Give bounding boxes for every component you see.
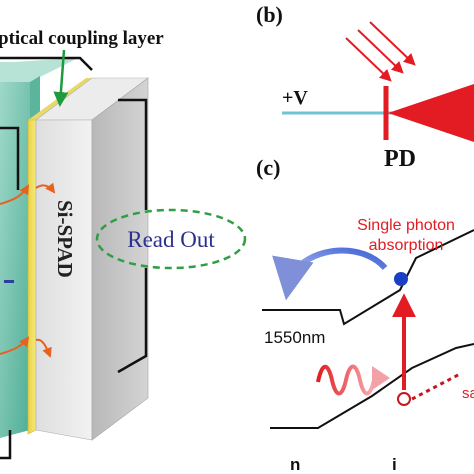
panel-c-tag: (c) bbox=[256, 155, 280, 180]
valence-band bbox=[270, 343, 474, 429]
green-slab-front bbox=[0, 82, 30, 438]
panel-b-circuit: (b) +V PD bbox=[256, 2, 474, 172]
absorption-label-line1: Single photon bbox=[357, 217, 455, 234]
carrier-arrow-2 bbox=[35, 182, 56, 194]
coupling-pointer-arrow bbox=[53, 49, 69, 107]
photon-arrow-1 bbox=[345, 37, 392, 82]
carrier-arrow-1 bbox=[0, 184, 30, 205]
panel-c-band-diagram: (c) Single photon absorption 1550nm sa n… bbox=[256, 155, 474, 474]
spad-block-front bbox=[35, 119, 93, 441]
absorption-label-line2: absorption bbox=[369, 237, 444, 254]
region-n-label: n bbox=[290, 455, 300, 474]
top-contact-wire bbox=[0, 56, 93, 71]
coupling-layer-label: ptical coupling layer bbox=[0, 28, 164, 49]
carrier-arrow-3 bbox=[0, 336, 30, 355]
junction-marker bbox=[4, 280, 14, 283]
readout-label: Read Out bbox=[127, 227, 215, 252]
left-contact-wire bbox=[0, 126, 20, 190]
wavelength-label: 1550nm bbox=[264, 328, 325, 347]
coupling-layer-front bbox=[27, 119, 37, 435]
diode-symbol bbox=[388, 84, 474, 142]
photon-arrow-3 bbox=[369, 21, 416, 66]
panel-a-device: Si-SPAD ptical coupling layer Read Out bbox=[0, 28, 247, 460]
carrier-arrow-4 bbox=[35, 338, 52, 358]
photon-arrow-2 bbox=[357, 29, 404, 74]
spad-label: Si-SPAD bbox=[53, 200, 77, 278]
left-contact-wire-bottom bbox=[0, 430, 12, 460]
panel-b-tag: (b) bbox=[256, 2, 283, 27]
voltage-label: +V bbox=[282, 87, 308, 109]
photon-wave-arrowhead bbox=[372, 366, 390, 390]
electron-transfer-arrow bbox=[272, 247, 388, 301]
clipped-label: sa bbox=[462, 385, 474, 402]
conduction-band bbox=[262, 229, 474, 326]
photon-wave bbox=[316, 364, 376, 396]
readout-wire bbox=[117, 98, 148, 374]
readout-ellipse bbox=[95, 208, 247, 270]
pd-label: PD bbox=[384, 146, 416, 172]
green-slab-top bbox=[0, 58, 78, 82]
hole-circle bbox=[397, 392, 411, 406]
region-i-label: i bbox=[392, 455, 397, 474]
electron-dot bbox=[394, 272, 408, 286]
hole-drift-line bbox=[411, 372, 461, 401]
